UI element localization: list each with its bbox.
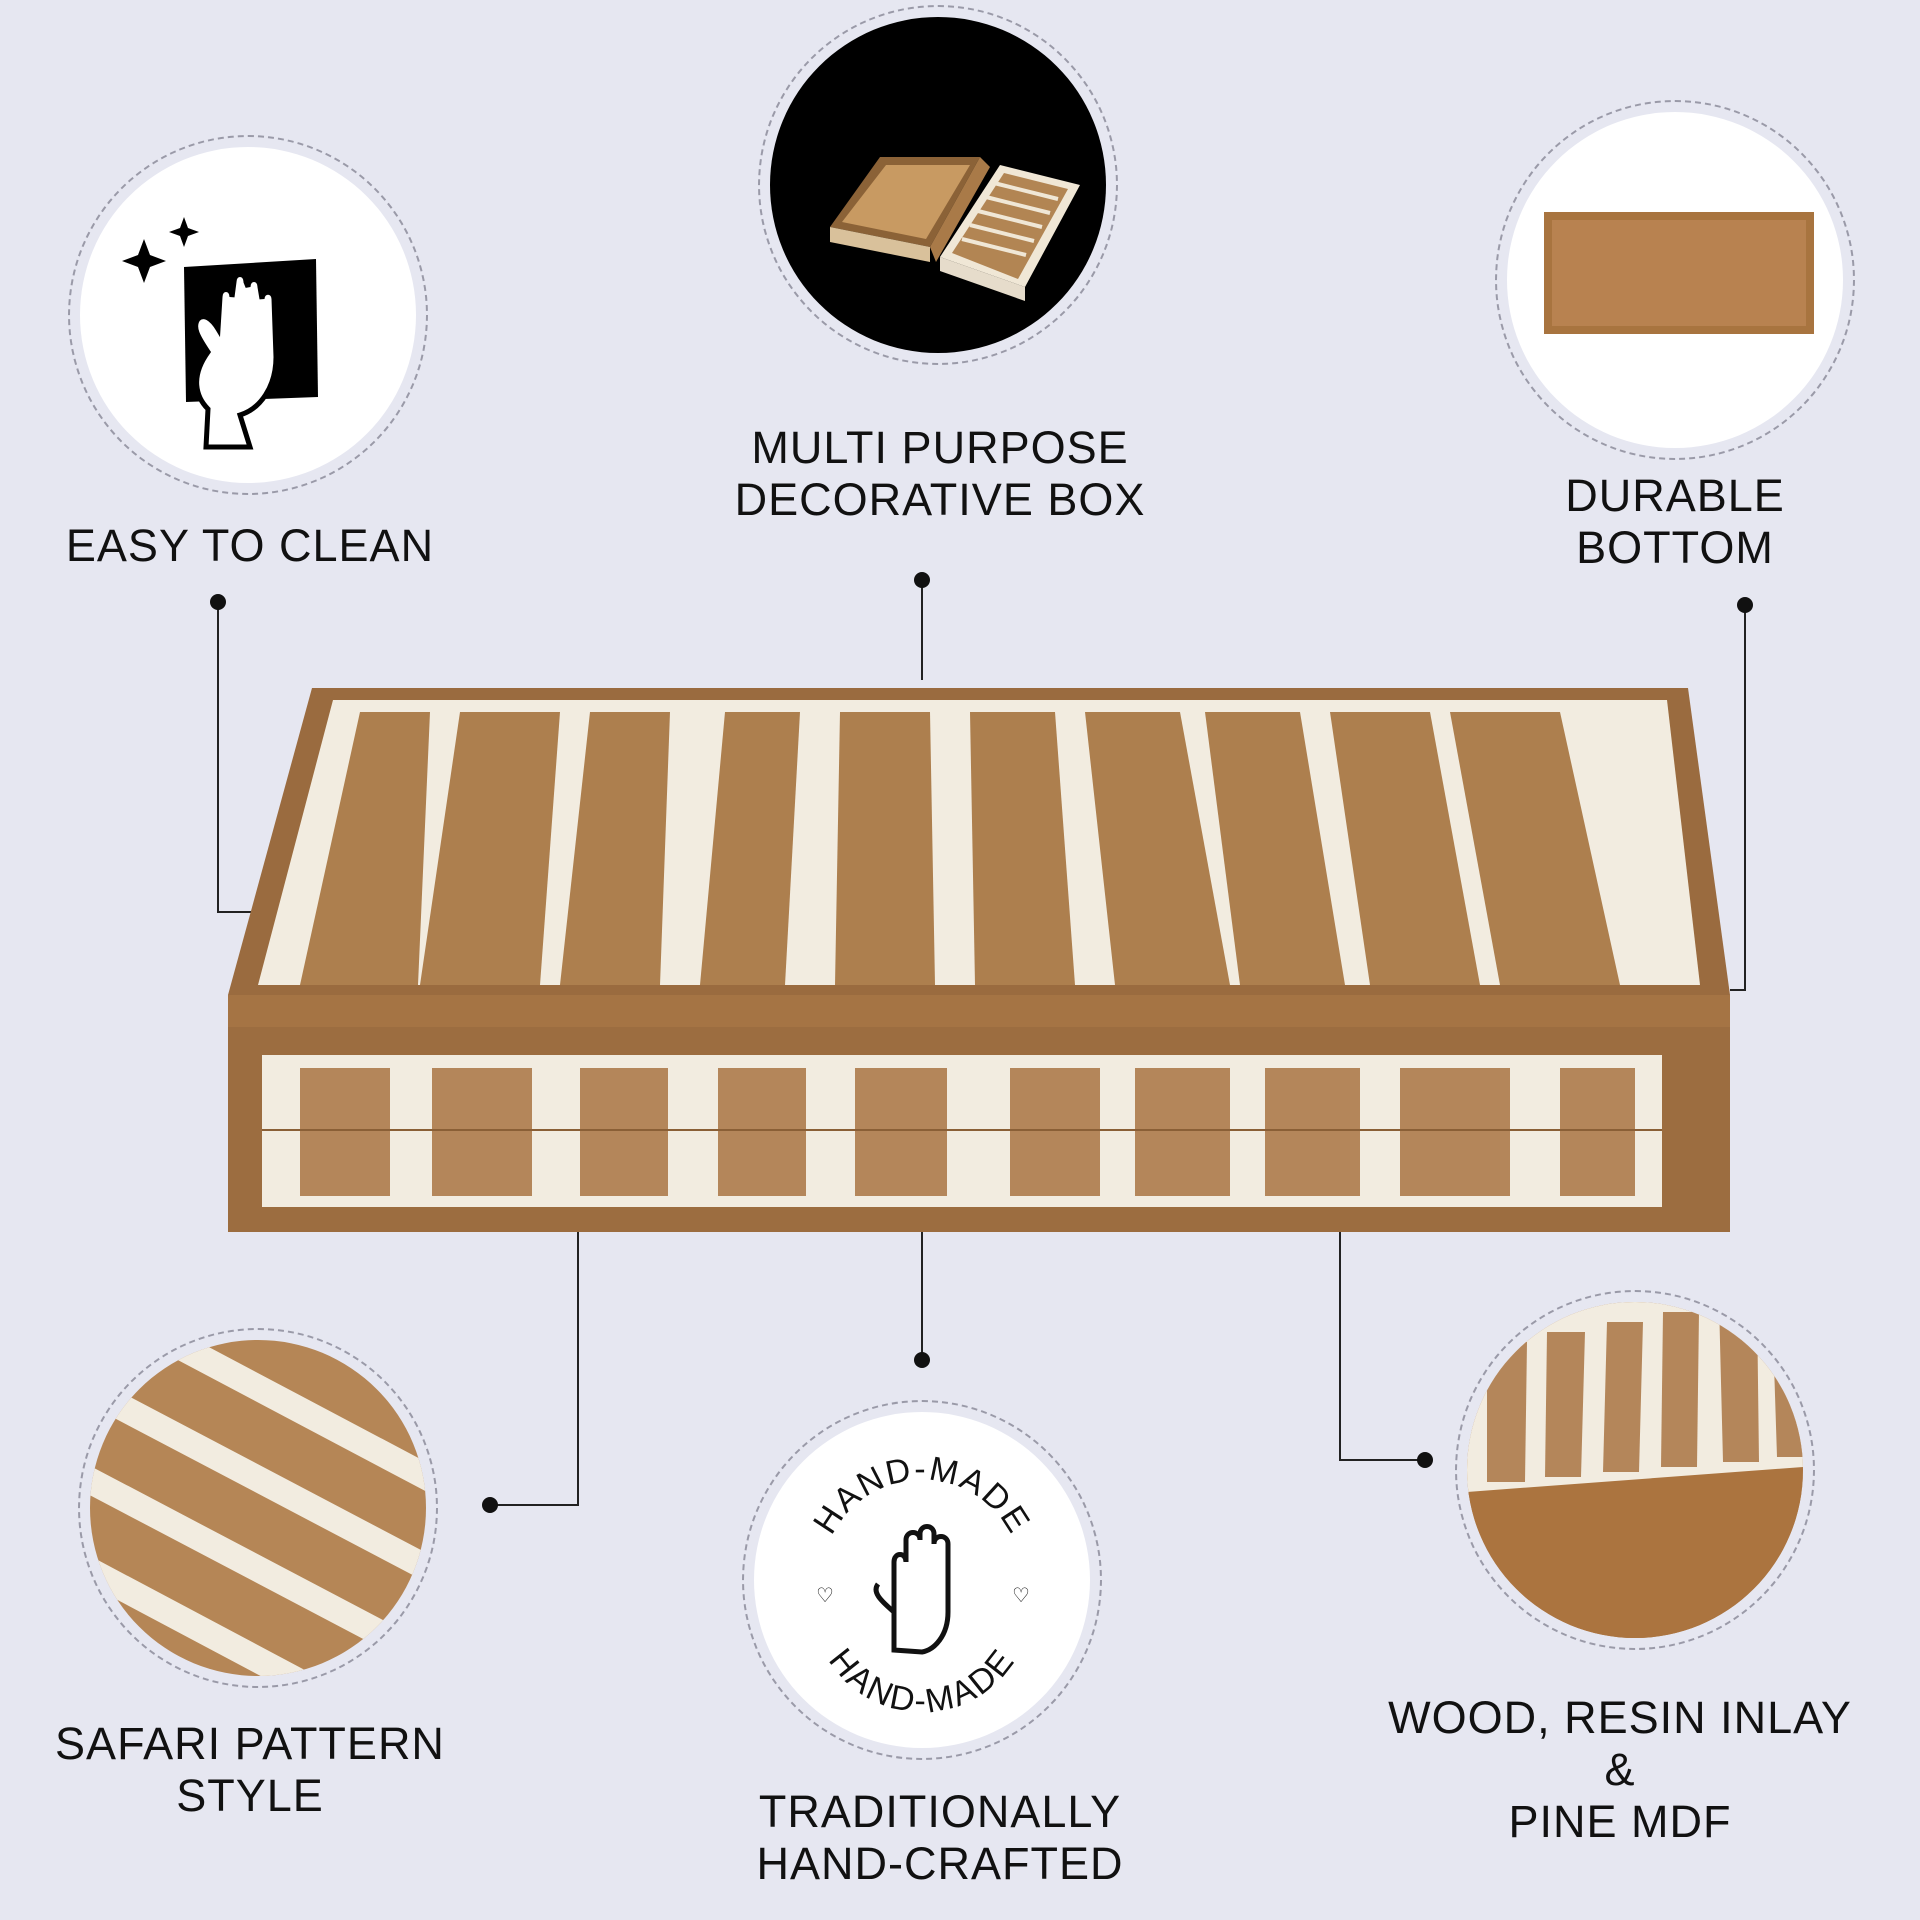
connector-dot bbox=[914, 1352, 930, 1368]
handmade-badge-icon: HAND-MADE HAND-MADE ♡ ♡ bbox=[806, 1450, 1036, 1721]
multi-purpose-text-2: DECORATIVE BOX bbox=[734, 474, 1146, 525]
hand-crafted-text-1: TRADITIONALLY bbox=[758, 1786, 1122, 1837]
materials-label: WOOD, RESIN INLAY & PINE MDF bbox=[1330, 1692, 1910, 1848]
materials-text-1: WOOD, RESIN INLAY bbox=[1388, 1692, 1852, 1743]
hand-crafted-text-2: HAND-CRAFTED bbox=[756, 1838, 1124, 1889]
materials-closeup-image bbox=[1467, 1302, 1803, 1638]
multi-purpose-ring bbox=[758, 5, 1118, 365]
durable-text-1: DURABLE bbox=[1565, 470, 1785, 521]
safari-text-1: SAFARI PATTERN bbox=[55, 1718, 445, 1769]
connector-dot bbox=[210, 594, 226, 610]
hand-crafted-label: TRADITIONALLY HAND-CRAFTED bbox=[680, 1786, 1200, 1890]
hand-crafted-circle: HAND-MADE HAND-MADE ♡ ♡ bbox=[754, 1412, 1090, 1748]
safari-pattern-image bbox=[90, 1340, 426, 1676]
easy-clean-label: EASY TO CLEAN bbox=[20, 520, 480, 572]
materials-ring bbox=[1455, 1290, 1815, 1650]
cleaning-hand-icon bbox=[122, 217, 318, 450]
connector-dot bbox=[1417, 1452, 1433, 1468]
hand-icon bbox=[891, 1524, 951, 1655]
multi-purpose-circle bbox=[770, 17, 1106, 353]
materials-text-2: & bbox=[1604, 1744, 1636, 1795]
multi-purpose-text-1: MULTI PURPOSE bbox=[751, 422, 1129, 473]
materials-circle bbox=[1467, 1302, 1803, 1638]
materials-text-3: PINE MDF bbox=[1508, 1796, 1732, 1847]
connector-dot bbox=[914, 572, 930, 588]
easy-clean-circle bbox=[80, 147, 416, 483]
durable-text-2: BOTTOM bbox=[1576, 522, 1774, 573]
hand-crafted-ring bbox=[742, 1400, 1102, 1760]
safari-pattern-label: SAFARI PATTERN STYLE bbox=[20, 1718, 480, 1822]
easy-clean-ring bbox=[68, 135, 428, 495]
connector-dot bbox=[482, 1497, 498, 1513]
durable-bottom-ring bbox=[1495, 100, 1855, 460]
durable-bottom-circle bbox=[1507, 112, 1843, 448]
heart-icon: ♡ bbox=[1012, 1585, 1030, 1607]
safari-pattern-circle bbox=[90, 1340, 426, 1676]
easy-clean-text: EASY TO CLEAN bbox=[65, 520, 435, 571]
box-bottom-image bbox=[1544, 212, 1814, 334]
safari-pattern-ring bbox=[78, 1328, 438, 1688]
durable-bottom-label: DURABLE BOTTOM bbox=[1455, 470, 1895, 574]
multi-purpose-label: MULTI PURPOSE DECORATIVE BOX bbox=[680, 422, 1200, 526]
heart-icon: ♡ bbox=[816, 1585, 834, 1607]
connector-dot bbox=[1737, 597, 1753, 613]
safari-text-2: STYLE bbox=[176, 1770, 324, 1821]
open-box-image bbox=[830, 157, 1080, 301]
